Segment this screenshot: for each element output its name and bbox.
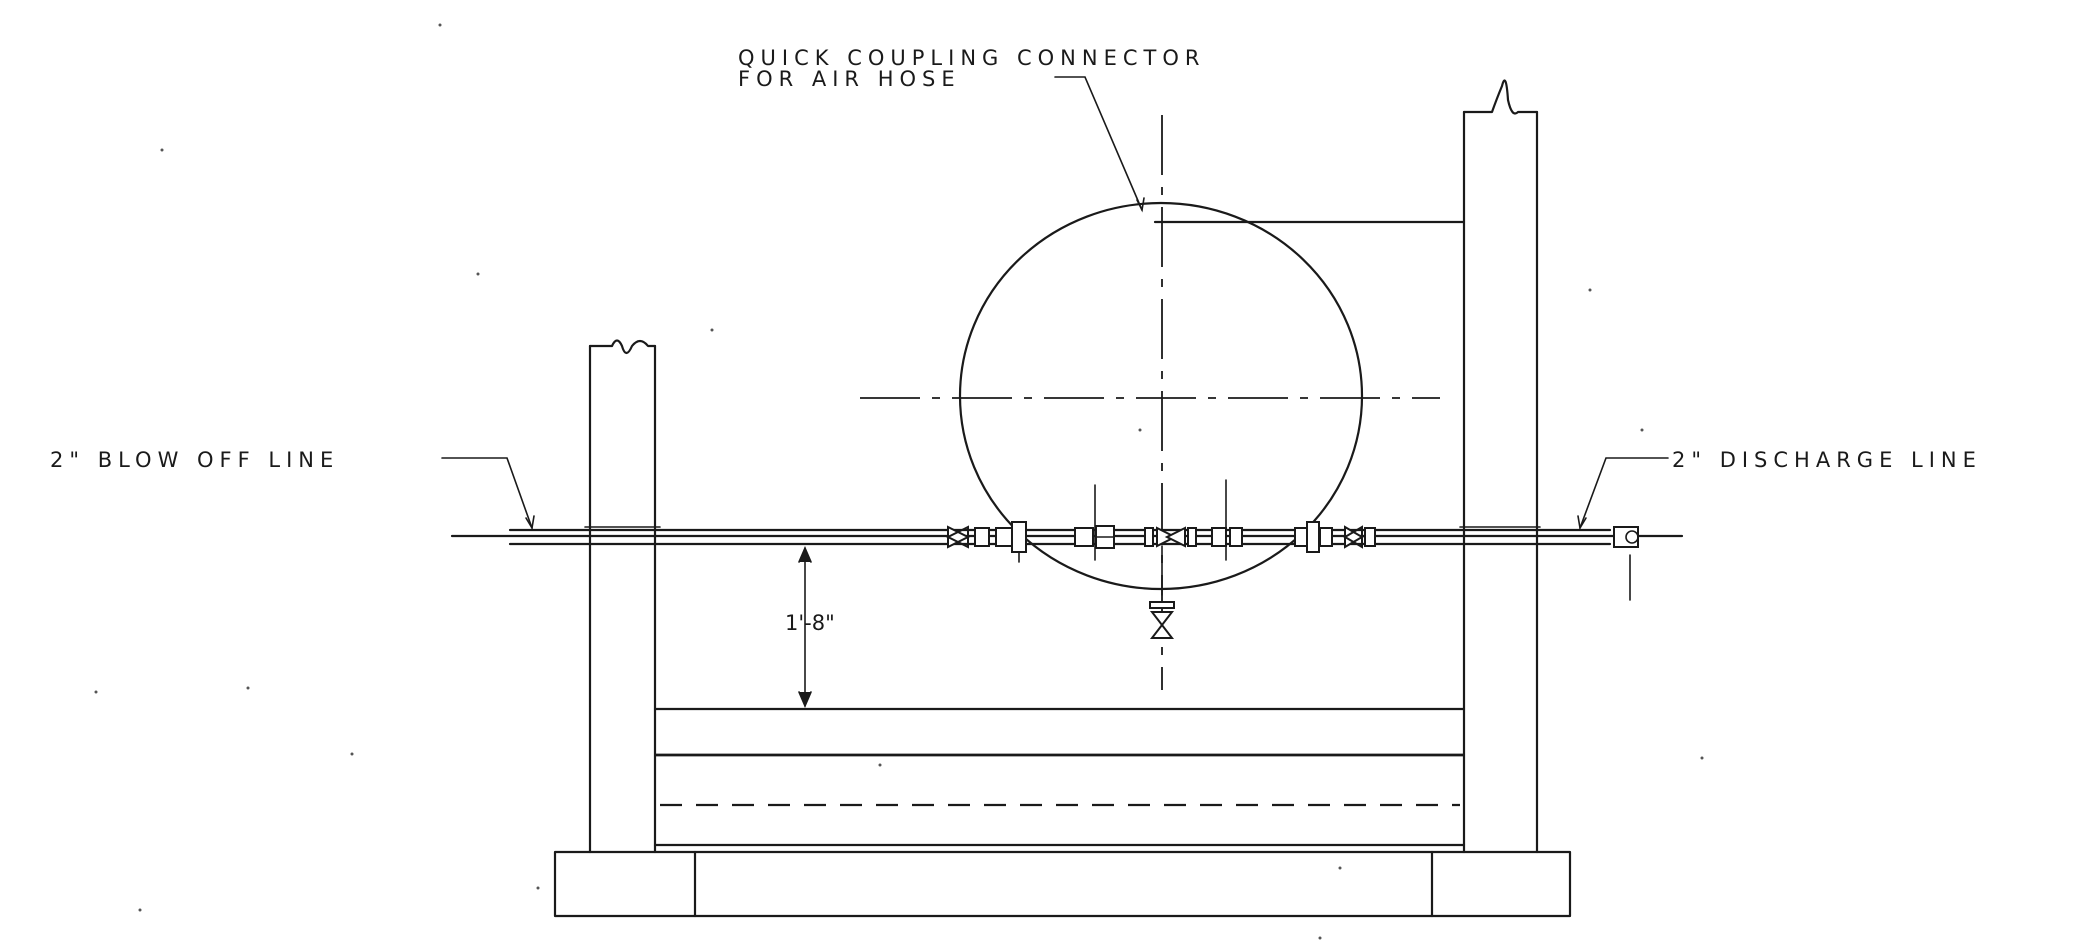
label-quick-coupling-line2: FOR AIR HOSE	[738, 67, 961, 91]
base-footing	[553, 850, 1572, 918]
right-column	[1462, 79, 1539, 854]
label-discharge-line: 2" DISCHARGE LINE	[1672, 448, 1982, 472]
left-column	[588, 339, 657, 854]
label-dimension: 1'-8"	[785, 611, 835, 635]
label-blow-off-line: 2" BLOW OFF LINE	[50, 448, 339, 472]
pipe-line	[450, 526, 1684, 546]
label-quick-coupling-line1: QUICK COUPLING CONNECTOR	[738, 46, 1205, 70]
saddle-beam	[653, 707, 1466, 847]
dimension-1ft8	[798, 545, 812, 709]
scan-noise	[94, 23, 1704, 940]
valve-assembly	[945, 479, 1639, 639]
leaders	[441, 76, 1669, 531]
